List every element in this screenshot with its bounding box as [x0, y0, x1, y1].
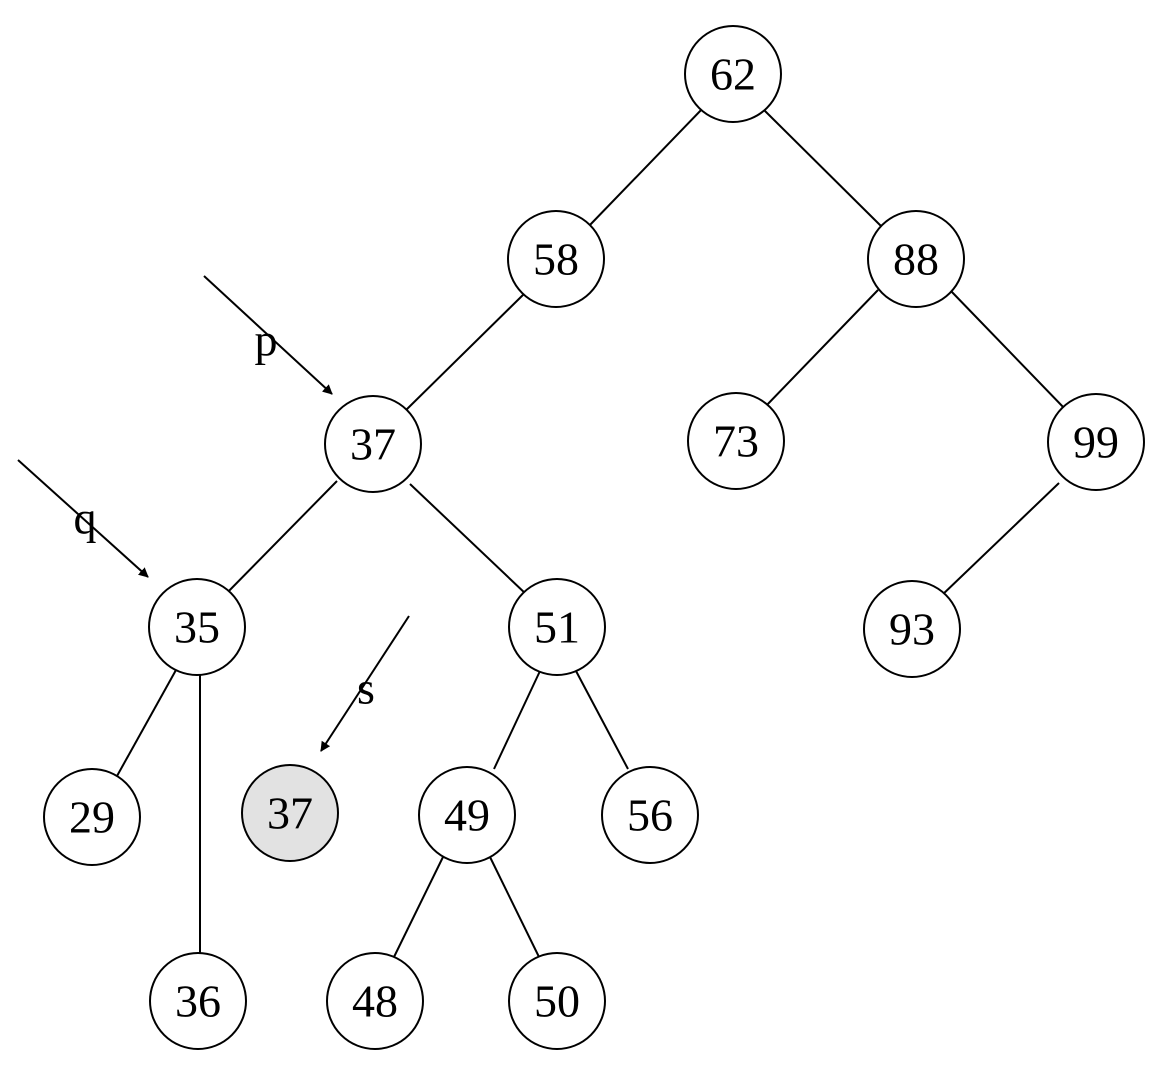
tree-node: 58	[507, 210, 605, 308]
node-label: 35	[174, 602, 220, 653]
tree-node-highlighted: 37	[241, 764, 339, 862]
tree-node: 56	[601, 766, 699, 864]
node-circle	[324, 395, 422, 493]
pointer-q-label: q	[74, 493, 97, 544]
pointer-p-arrow	[203, 275, 333, 395]
node-label: 37	[267, 788, 313, 839]
node-circle	[507, 210, 605, 308]
edge-37-35	[220, 480, 338, 600]
node-circle	[684, 25, 782, 123]
node-circle	[1047, 393, 1145, 491]
tree-node: 50	[508, 952, 606, 1050]
node-label: 93	[889, 604, 935, 655]
node-label: 50	[534, 976, 580, 1027]
edge-88-73	[763, 289, 879, 409]
tree-node: 49	[418, 766, 516, 864]
edge-99-93	[939, 482, 1060, 598]
edge-51-56	[575, 670, 629, 770]
node-circle	[863, 580, 961, 678]
tree-node: 29	[43, 768, 141, 866]
node-circle	[148, 578, 246, 676]
pointer-p: p	[203, 275, 333, 395]
tree-node: 37	[324, 395, 422, 493]
node-label: 51	[534, 602, 580, 653]
node-circle	[867, 210, 965, 308]
edge-58-37	[403, 290, 528, 413]
node-label: 99	[1073, 417, 1119, 468]
tree-node: 51	[508, 578, 606, 676]
tree-node: 62	[684, 25, 782, 123]
edge-49-48	[392, 856, 444, 960]
edge-37-51	[409, 483, 528, 596]
node-label: 58	[533, 234, 579, 285]
node-label: 36	[175, 976, 221, 1027]
pointer-p-label: p	[255, 315, 278, 366]
node-label: 29	[69, 792, 115, 843]
tree-node: 88	[867, 210, 965, 308]
edge-62-58	[587, 106, 705, 228]
pointer-q-arrow	[17, 459, 149, 578]
node-circle	[43, 768, 141, 866]
pointers: p q s	[17, 275, 410, 752]
tree-node: 99	[1047, 393, 1145, 491]
tree-node: 35	[148, 578, 246, 676]
node-circle	[241, 764, 339, 862]
pointer-s-arrow	[320, 615, 410, 752]
node-circle	[326, 952, 424, 1050]
node-label: 62	[710, 49, 756, 100]
node-circle	[687, 392, 785, 490]
edge-62-88	[763, 109, 883, 228]
pointer-s: s	[320, 615, 410, 752]
edge-35-29	[116, 669, 177, 777]
node-label: 48	[352, 976, 398, 1027]
pointer-q: q	[17, 459, 149, 578]
node-label: 49	[444, 790, 490, 841]
node-circle	[508, 578, 606, 676]
node-label: 56	[627, 790, 673, 841]
node-label: 73	[713, 416, 759, 467]
node-circle	[508, 952, 606, 1050]
node-label: 88	[893, 234, 939, 285]
edges	[116, 106, 1067, 960]
edge-51-49	[493, 670, 541, 770]
node-circle	[149, 952, 247, 1050]
tree-node: 93	[863, 580, 961, 678]
node-circle	[418, 766, 516, 864]
tree-node: 48	[326, 952, 424, 1050]
nodes: 62 58 88 37 73 99 35 51	[43, 25, 1145, 1050]
tree-node: 36	[149, 952, 247, 1050]
edge-88-99	[949, 289, 1067, 411]
node-circle	[601, 766, 699, 864]
edge-49-50	[489, 856, 541, 960]
tree-node: 73	[687, 392, 785, 490]
pointer-s-label: s	[357, 663, 375, 714]
node-label: 37	[350, 419, 396, 470]
